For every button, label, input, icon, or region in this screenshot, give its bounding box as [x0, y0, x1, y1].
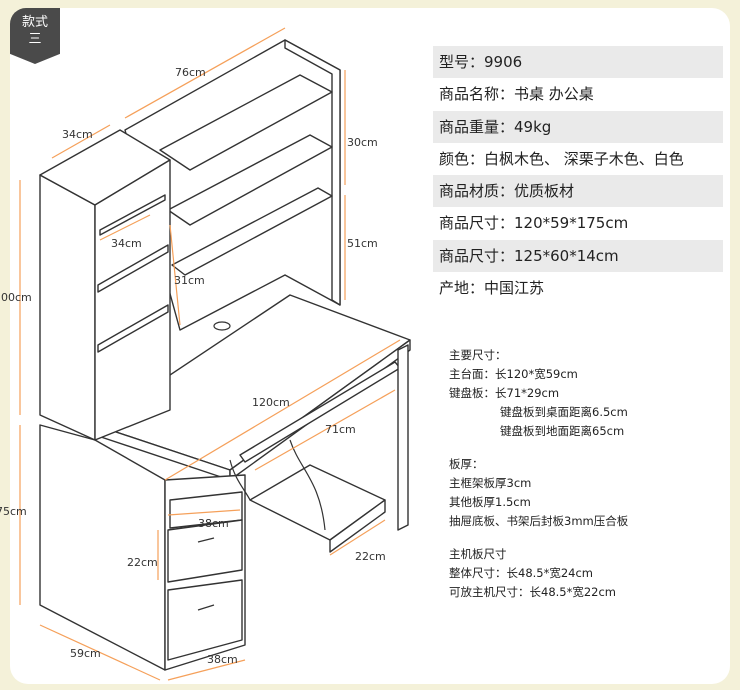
- note-keyboard-to-floor: 键盘板到地面距离65cm: [500, 424, 625, 438]
- note-case-title: 主机板尺寸: [449, 547, 507, 561]
- dim-34a: 34cm: [62, 128, 93, 141]
- badge-line-1: 款式: [21, 15, 48, 30]
- note-keyboard: 键盘板：长71*29cm: [449, 386, 560, 400]
- spec-row-model: 型号：9906: [433, 46, 723, 79]
- dim-120: 120cm: [252, 396, 290, 409]
- note-thickness-title: 板厚：: [449, 457, 484, 471]
- spec-row-size: 商品尺寸：120*59*175cm: [439, 214, 629, 233]
- spec-table: 型号：9906 商品名称：书桌 办公桌 商品重量：49kg 颜色：白枫木色、 深…: [433, 46, 723, 304]
- spec-row-weight: 商品重量：49kg: [433, 110, 723, 143]
- note-main-title: 主要尺寸：: [449, 348, 507, 362]
- spec-row-material: 商品材质：优质板材: [433, 175, 723, 208]
- size-notes: 主要尺寸： 主台面：长120*宽59cm 键盘板：长71*29cm 键盘板到桌面…: [449, 346, 628, 602]
- dim-22a: 22cm: [127, 556, 158, 569]
- dim-76: 76cm: [175, 66, 206, 79]
- dim-100: 100cm: [0, 291, 32, 304]
- note-keyboard-to-desk: 键盘板到桌面距离6.5cm: [500, 405, 628, 419]
- note-other: 其他板厚1.5cm: [449, 495, 531, 509]
- desk-drawing: 76cm 34cm 30cm 34cm 51cm 31cm 100cm 120c…: [0, 27, 411, 681]
- spec-row-package-size: 商品尺寸：125*60*14cm: [433, 239, 723, 273]
- style-badge: 款式 三: [10, 8, 60, 64]
- note-drawer-back: 抽屉底板、书架后封板3mm压合板: [449, 514, 629, 528]
- note-case-overall: 整体尺寸：长48.5*宽24cm: [449, 566, 594, 580]
- dim-30: 30cm: [347, 136, 378, 149]
- note-frame: 主框架板厚3cm: [449, 476, 532, 490]
- spec-row-origin: 产地：中国江苏: [439, 279, 545, 298]
- spec-row-color: 颜色：白枫木色、 深栗子木色、白色: [439, 149, 684, 168]
- dim-38a: 38cm: [198, 517, 229, 530]
- spec-row-name: 商品名称：书桌 办公桌: [439, 85, 594, 104]
- dim-31: 31cm: [174, 274, 205, 287]
- dim-22b: 22cm: [355, 550, 386, 563]
- dim-38b: 38cm: [207, 653, 238, 666]
- dim-71: 71cm: [325, 423, 356, 436]
- note-main-top: 主台面：长120*宽59cm: [449, 367, 578, 381]
- badge-line-2: 三: [28, 32, 42, 47]
- dim-51: 51cm: [347, 237, 378, 250]
- note-case-usable: 可放主机尺寸：长48.5*宽22cm: [449, 585, 617, 599]
- dim-59: 59cm: [70, 647, 101, 660]
- dim-34b: 34cm: [111, 237, 142, 250]
- dim-75: 75cm: [0, 505, 27, 518]
